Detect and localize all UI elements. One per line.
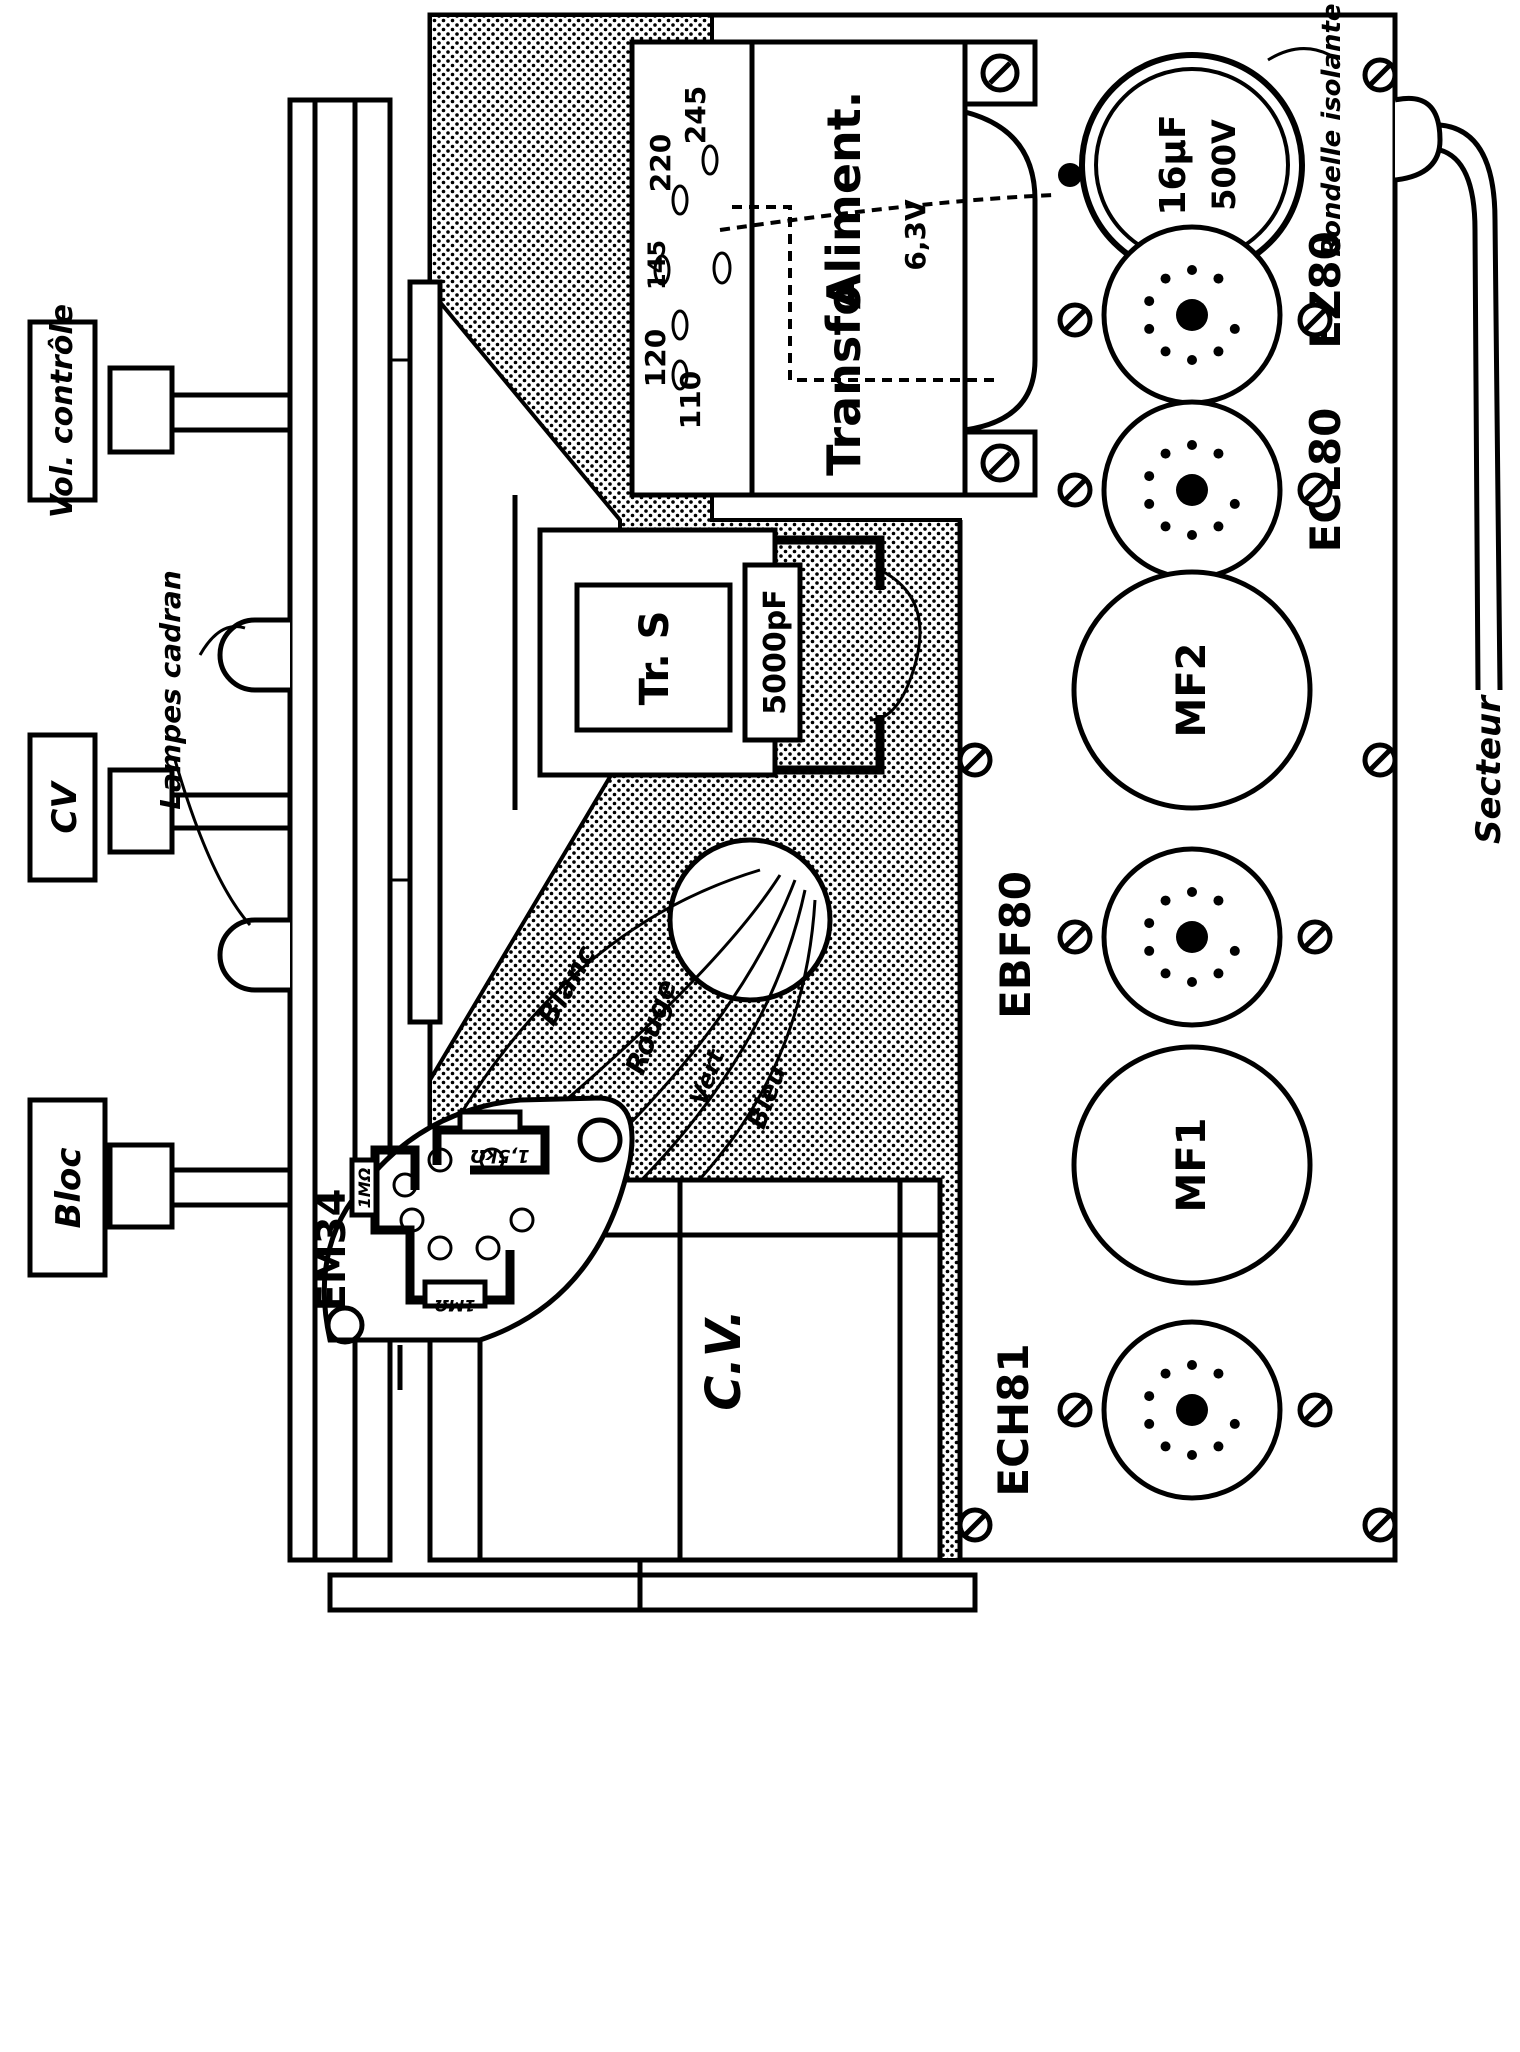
mains-cable: Secteur (1394, 95, 1509, 844)
socket-pin (1213, 1368, 1224, 1379)
tube-socket-ebf80: EBF80 (991, 846, 1283, 1028)
socket-pin (1229, 1418, 1240, 1429)
tap-110: 110 (674, 371, 707, 429)
screw-icon (1057, 1392, 1093, 1428)
socket-pin (1160, 346, 1171, 357)
trs-label: Tr. S (632, 611, 678, 706)
screw-icon (1362, 1507, 1398, 1543)
dial-lamps-label: Lampes cadran (154, 570, 187, 810)
dial-lamps: Lampes cadran (154, 570, 290, 993)
capacitor-5000pf (742, 562, 803, 743)
washer-label: Rondelle isolante (1317, 3, 1347, 256)
em34-label: EM34 (309, 1189, 355, 1312)
socket-pin (1187, 1360, 1197, 1370)
output-transformer: Tr. S 5000pF (512, 495, 922, 810)
socket-pin (1187, 440, 1197, 450)
socket-pin (1187, 887, 1197, 897)
cap-voltage-label: 500V (1205, 119, 1243, 211)
em34-tuning-eye-board: 1,5kΩ 1MΩ 1MΩ EM34 (309, 1095, 635, 1345)
mf1-label: MF1 (1169, 1118, 1215, 1213)
ech81-label: ECH81 (989, 1343, 1038, 1496)
cap-5000pf-label: 5000pF (758, 589, 793, 714)
socket-pin (1144, 1418, 1155, 1429)
base-plate (327, 1572, 978, 1613)
socket-pin (1187, 265, 1197, 275)
socket-pin (1160, 521, 1171, 532)
tube-socket-ech81: ECH81 (989, 1319, 1283, 1501)
tap-120: 120 (639, 329, 672, 387)
socket-pins (1144, 265, 1240, 1460)
socket-pin (1213, 346, 1224, 357)
volume-label: Vol. contrôle (45, 304, 80, 518)
screw-icon (1297, 919, 1333, 955)
screw-icon (1362, 742, 1398, 778)
screw-icon (980, 53, 1020, 93)
screw-icon (1362, 57, 1398, 93)
dial-bar (407, 279, 443, 1025)
screw-icon (957, 742, 993, 778)
socket-pin (1160, 1368, 1171, 1379)
tap-145: 145 (643, 240, 671, 290)
screw-icon (1297, 472, 1333, 508)
mains-label: Secteur (1469, 694, 1509, 844)
socket-pin (1160, 273, 1171, 284)
socket-pin (1229, 945, 1240, 956)
screw-icon (957, 1507, 993, 1543)
socket-pin (1213, 895, 1224, 906)
socket-pin (1160, 968, 1171, 979)
screws (957, 57, 1398, 1543)
cv-knob: CV (27, 732, 290, 883)
screw-icon (1057, 472, 1093, 508)
if-transformer-mf1: MF1 (1071, 1044, 1313, 1286)
bloc-knob: Bloc (27, 1097, 290, 1278)
socket-pin (1144, 323, 1155, 334)
socket-pin (1213, 273, 1224, 284)
screw-icon (980, 443, 1020, 483)
screw-icon (1297, 1392, 1333, 1428)
socket-pin (1144, 1391, 1155, 1402)
if-transformer-mf2: MF2 (1071, 569, 1313, 811)
cv-label: CV (45, 780, 85, 834)
heater-voltage-label: 6,3V (899, 199, 932, 271)
socket-pin (1187, 355, 1197, 365)
socket-pin (1213, 521, 1224, 532)
socket-pin (1213, 968, 1224, 979)
tap-220: 220 (644, 134, 677, 192)
ebf80-label: EBF80 (991, 871, 1040, 1019)
socket-pin (1144, 296, 1155, 307)
socket-pin (1213, 1441, 1224, 1452)
screw-icon (1297, 302, 1333, 338)
socket-pin (1229, 498, 1240, 509)
transformer-title-1: Transfo (817, 284, 871, 476)
socket-pin (1213, 448, 1224, 459)
socket-pin (1144, 918, 1155, 929)
cap-value-label: 16µF (1153, 114, 1194, 215)
bloc-label: Bloc (49, 1147, 89, 1228)
socket-pin (1187, 530, 1197, 540)
socket-pin (1144, 498, 1155, 509)
resistor-1m-b-label: 1MΩ (435, 1296, 476, 1315)
resistor-1k5-label: 1,5kΩ (470, 1145, 529, 1166)
transformer-title-2: Aliment. (817, 91, 871, 309)
socket-pin (1229, 323, 1240, 334)
screw-icon (1057, 302, 1093, 338)
volume-knob: Vol. contrôle (27, 304, 290, 518)
tap-245: 245 (679, 86, 712, 144)
mf2-label: MF2 (1169, 643, 1215, 738)
socket-pin (1187, 977, 1197, 987)
socket-pin (1160, 1441, 1171, 1452)
socket-pin (1144, 471, 1155, 482)
screw-icon (1057, 919, 1093, 955)
cable-grommet (667, 837, 833, 1003)
socket-pin (1160, 448, 1171, 459)
resistor-1m-a-label: 1MΩ (355, 1168, 374, 1209)
cv-tuning-label: C.V. (696, 1309, 752, 1410)
socket-pin (1187, 1450, 1197, 1460)
power-transformer: 110 120 145 220 245 Transfo Aliment. 6,3… (629, 39, 1056, 498)
socket-pin (1144, 945, 1155, 956)
socket-pin (1160, 895, 1171, 906)
